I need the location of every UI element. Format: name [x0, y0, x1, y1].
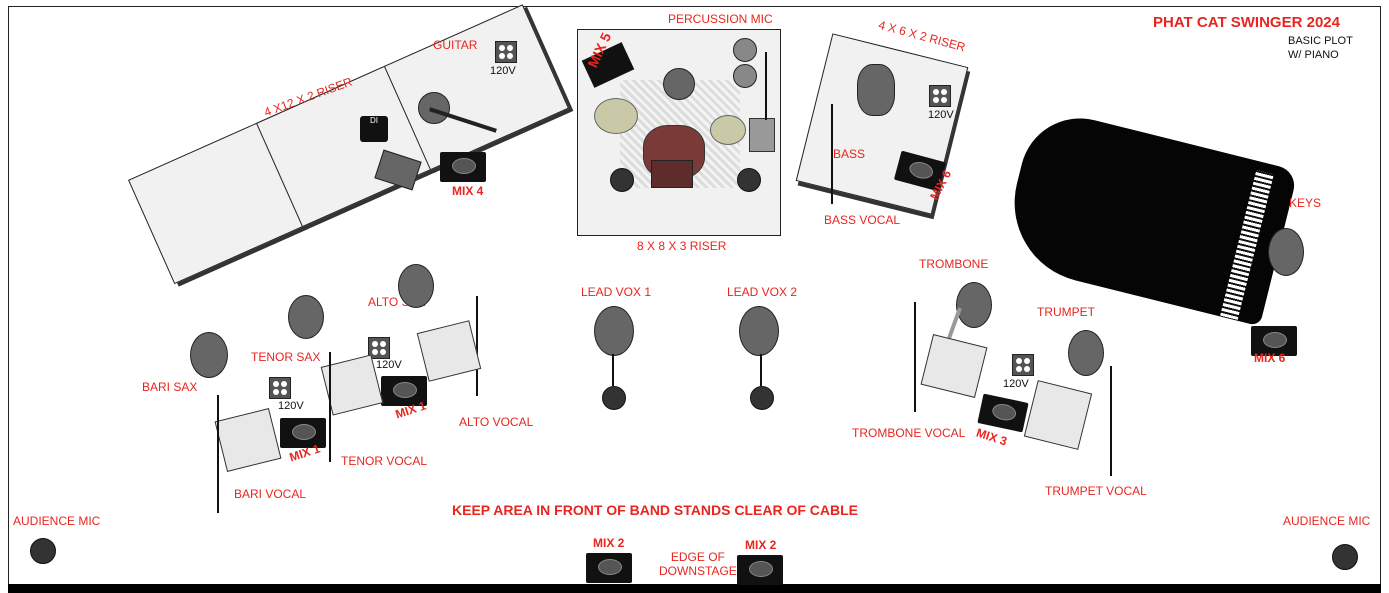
audience-mic-right-label: AUDIENCE MIC: [1283, 515, 1370, 529]
di-label: DI: [370, 116, 378, 125]
alto-vocal-mic-stand-icon: [476, 296, 478, 396]
wedge-monitor-icon: [737, 555, 783, 585]
percussion-mic-label: PERCUSSION MIC: [668, 13, 773, 27]
tenor-sax-label: TENOR SAX: [251, 351, 320, 365]
bass-mic-stand-icon: [831, 104, 833, 204]
power-tenor: 120V: [376, 359, 402, 372]
mix-2-left-label: MIX 2: [593, 536, 624, 550]
riser-center-label: 8 X 8 X 3 RISER: [637, 240, 726, 254]
bari-vocal-label: BARI VOCAL: [234, 488, 306, 502]
audience-mic-right-icon: [1332, 544, 1358, 570]
percussion-mic-stand-icon: [765, 52, 767, 120]
kick-drum-icon: [651, 160, 693, 188]
power-outlet-icon: [929, 85, 951, 107]
trombone-label: TROMBONE: [919, 258, 988, 272]
alto-sax-player-icon: [398, 264, 434, 308]
edge-label-line1: EDGE OF: [659, 551, 737, 565]
bari-vocal-mic-stand-icon: [217, 395, 219, 513]
mix-2-right-label: MIX 2: [745, 538, 776, 552]
mix-4-label: MIX 4: [452, 184, 483, 198]
tenor-vocal-label: TENOR VOCAL: [341, 455, 427, 469]
lead-vox-2-label: LEAD VOX 2: [727, 286, 797, 300]
keys-label: KEYS: [1289, 197, 1321, 211]
wedge-monitor-icon: [440, 152, 486, 182]
mic-stand-icon: [612, 354, 614, 386]
power-outlet-icon: [269, 377, 291, 399]
trumpet-player-icon: [1068, 330, 1104, 376]
di-box-icon: DI: [360, 116, 388, 142]
conga-icon: [733, 64, 757, 88]
mix-6-keys-label: MIX 6: [1254, 351, 1285, 365]
power-bari: 120V: [278, 400, 304, 413]
power-bass: 120V: [928, 109, 954, 122]
trumpet-vocal-mic-stand-icon: [1110, 366, 1112, 476]
edge-of-downstage-label: EDGE OF DOWNSTAGE: [659, 551, 737, 579]
lead-vocalist-1-icon: [594, 306, 634, 356]
mic-stand-base-icon: [737, 168, 761, 192]
bassist-icon: [857, 64, 895, 116]
drummer-icon: [663, 68, 695, 100]
keys-player-icon: [1268, 228, 1304, 276]
cable-warning: KEEP AREA IN FRONT OF BAND STANDS CLEAR …: [452, 502, 858, 518]
mic-stand-base-icon: [750, 386, 774, 410]
cymbal-icon: [594, 98, 638, 134]
audience-mic-left-label: AUDIENCE MIC: [13, 515, 100, 529]
trumpet-label: TRUMPET: [1037, 306, 1095, 320]
power-outlet-icon: [495, 41, 517, 63]
tenor-sax-player-icon: [288, 295, 324, 339]
subtitle-basic-plot: BASIC PLOT: [1288, 35, 1353, 48]
tenor-vocal-mic-stand-icon: [329, 352, 331, 462]
conga-icon: [733, 38, 757, 62]
subtitle-with-piano: W/ PIANO: [1288, 49, 1339, 62]
guitar-label: GUITAR: [433, 39, 477, 53]
power-guitar: 120V: [490, 65, 516, 78]
wedge-monitor-icon: [280, 418, 326, 448]
power-outlet-icon: [1012, 354, 1034, 376]
trombone-vocal-label: TROMBONE VOCAL: [852, 427, 965, 441]
cymbal-icon: [710, 115, 746, 145]
trumpet-vocal-label: TRUMPET VOCAL: [1045, 485, 1147, 499]
bari-sax-label: BARI SAX: [142, 381, 197, 395]
trombone-vocal-mic-stand-icon: [914, 302, 916, 412]
audience-mic-left-icon: [30, 538, 56, 564]
bass-vocal-label: BASS VOCAL: [824, 214, 900, 228]
percussion-pad-icon: [749, 118, 775, 152]
mic-stand-base-icon: [602, 386, 626, 410]
plot-title: PHAT CAT SWINGER 2024: [1153, 14, 1340, 31]
alto-vocal-label: ALTO VOCAL: [459, 416, 533, 430]
wedge-monitor-icon: [586, 553, 632, 583]
mic-stand-base-icon: [610, 168, 634, 192]
mic-stand-icon: [760, 354, 762, 386]
downstage-edge: [8, 584, 1381, 593]
edge-label-line2: DOWNSTAGE: [659, 565, 737, 579]
lead-vocalist-2-icon: [739, 306, 779, 356]
trombone-player-icon: [956, 282, 992, 328]
bass-label: BASS: [833, 148, 865, 162]
power-trombone: 120V: [1003, 378, 1029, 391]
lead-vox-1-label: LEAD VOX 1: [581, 286, 651, 300]
bari-sax-player-icon: [190, 332, 228, 378]
